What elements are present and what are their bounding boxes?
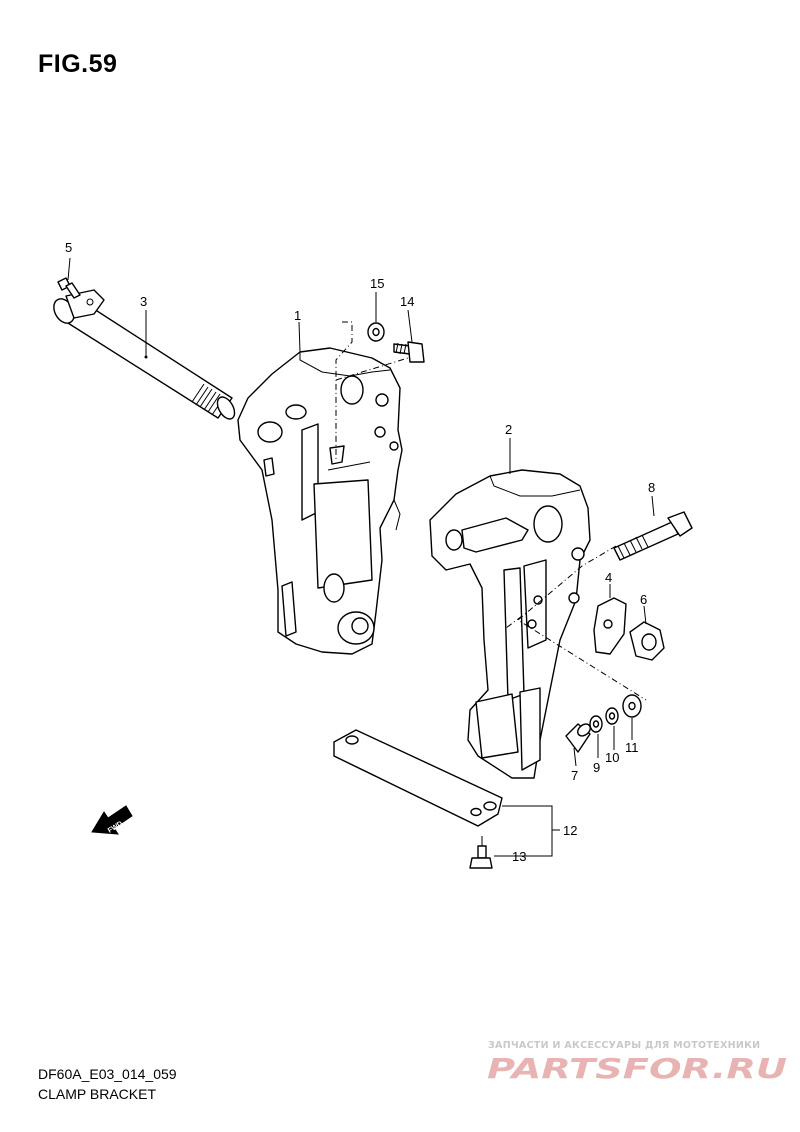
figure-code: DF60A_E03_014_059 xyxy=(38,1066,177,1082)
callout-6: 6 xyxy=(640,592,647,607)
part-9-washer[interactable] xyxy=(589,715,603,733)
part-15-washer[interactable] xyxy=(367,322,385,342)
part-13-bolt[interactable] xyxy=(469,836,493,869)
part-10-washer[interactable] xyxy=(605,707,619,725)
part-3-tilt-tube[interactable] xyxy=(50,289,238,422)
callout-7: 7 xyxy=(571,768,578,783)
part-14-bolt[interactable] xyxy=(393,341,425,363)
part-5-bolt[interactable] xyxy=(57,277,81,299)
part-1-clamp-bracket[interactable] xyxy=(237,347,403,655)
watermark-logo: PARTSFOR.RU xyxy=(487,1052,787,1085)
part-7-bushing[interactable] xyxy=(565,722,593,753)
callout-4: 4 xyxy=(605,570,612,585)
part-8-bolt[interactable] xyxy=(613,511,693,561)
watermark-caption: ЗАПЧАСТИ И АКСЕССУАРЫ ДЛЯ МОТОТЕХНИКИ xyxy=(488,1040,761,1051)
callout-8: 8 xyxy=(648,480,655,495)
part-12-plate[interactable] xyxy=(333,729,503,827)
callout-9: 9 xyxy=(593,760,600,775)
callout-10: 10 xyxy=(605,750,619,765)
callout-2: 2 xyxy=(505,422,512,437)
part-11-washer[interactable] xyxy=(622,694,642,718)
leader-lines xyxy=(67,257,655,857)
callout-14: 14 xyxy=(400,294,414,309)
callout-13: 13 xyxy=(512,849,526,864)
figure-title: FIG.59 xyxy=(38,50,118,78)
callout-15: 15 xyxy=(370,276,384,291)
callout-labels: 5 3 1 15 14 2 8 4 6 7 9 10 11 12 13 FWD xyxy=(65,240,655,864)
fwd-arrow xyxy=(91,805,133,835)
callout-11: 11 xyxy=(625,740,639,755)
callout-5: 5 xyxy=(65,240,72,255)
callout-1: 1 xyxy=(294,308,301,323)
callout-12: 12 xyxy=(563,823,577,838)
part-6-nut[interactable] xyxy=(629,621,665,661)
part-2-clamp-bracket[interactable] xyxy=(429,469,591,779)
callout-3: 3 xyxy=(140,294,147,309)
part-4-plate[interactable] xyxy=(593,597,627,655)
figure-name: CLAMP BRACKET xyxy=(38,1086,156,1102)
